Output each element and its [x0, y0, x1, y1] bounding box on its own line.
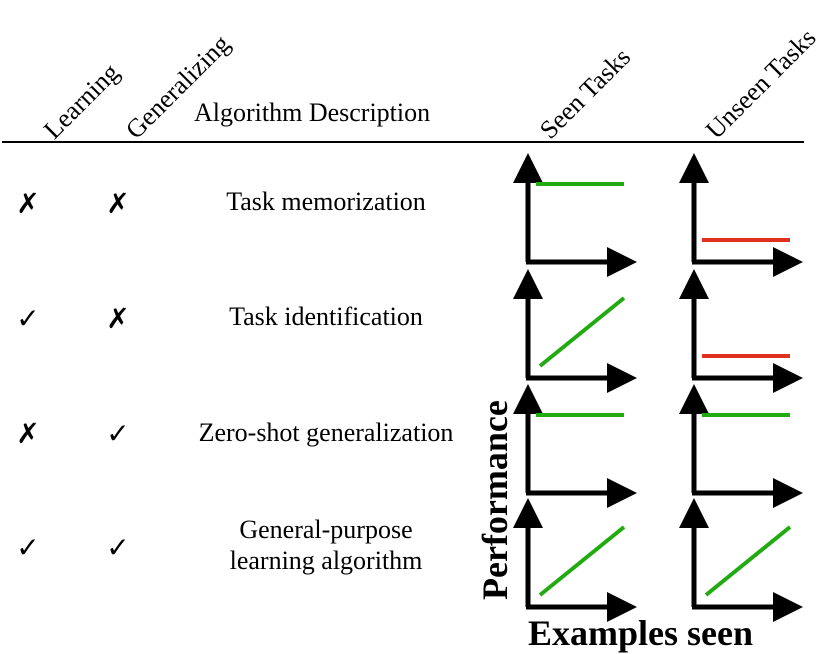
row-1-generalizing-mark: ✗ — [106, 302, 130, 335]
row-2-generalizing-mark: ✓ — [106, 417, 130, 450]
plot-unseen-row-3 — [679, 498, 803, 622]
row-0-generalizing-mark: ✗ — [106, 187, 130, 220]
plot-unseen-row-0 — [679, 153, 803, 277]
row-2-description-line-1: Zero-shot generalization — [198, 418, 454, 447]
performance-increasing — [704, 525, 792, 597]
row-0-description: Task memorization — [176, 186, 476, 217]
row-3-description-line-2: learning algorithm — [229, 546, 423, 575]
plot-seen-row-3 — [513, 498, 637, 622]
row-3-learning-mark: ✓ — [16, 531, 40, 564]
row-3-description: General-purpose learning algorithm — [176, 514, 476, 576]
row-1-description-line-1: Task identification — [229, 302, 423, 331]
plot-seen-row-2 — [513, 384, 637, 508]
row-3-description-line-1: General-purpose — [239, 515, 413, 544]
y-axis-label: Performance — [475, 400, 515, 600]
plot-unseen-row-1 — [679, 269, 803, 393]
plot-unseen-row-2 — [679, 384, 803, 508]
performance-increasing — [538, 296, 626, 368]
row-1-description: Task identification — [176, 301, 476, 332]
header-description: Algorithm Description — [194, 98, 431, 127]
performance-increasing — [538, 525, 626, 597]
row-0-learning-mark: ✗ — [16, 187, 40, 220]
row-3-generalizing-mark: ✓ — [106, 531, 130, 564]
plot-seen-row-1 — [513, 269, 637, 393]
row-0-description-line-1: Task memorization — [226, 187, 426, 216]
row-1-learning-mark: ✓ — [16, 302, 40, 335]
row-2-description: Zero-shot generalization — [176, 417, 476, 448]
x-axis-label: Examples seen — [528, 613, 753, 653]
plot-seen-row-0 — [513, 153, 637, 277]
row-2-learning-mark: ✗ — [16, 417, 40, 450]
header-divider — [2, 141, 804, 143]
